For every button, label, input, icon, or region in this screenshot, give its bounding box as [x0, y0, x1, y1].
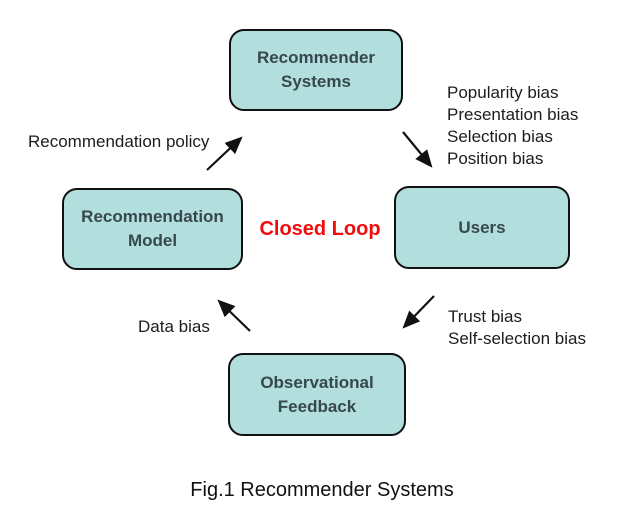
arrow-recommender-to-users [402, 131, 433, 168]
edge-label-data-bias: Data bias [138, 317, 210, 336]
node-recommendation-model: Recommendation Model [62, 188, 243, 270]
edge-label-exposure-biases: Popularity bias Presentation bias Select… [447, 83, 579, 168]
arrow-feedback-to-model [217, 299, 251, 332]
arrow-users-to-feedback [402, 295, 435, 329]
node-observational-feedback: Observational Feedback [228, 353, 406, 436]
node-users: Users [394, 186, 570, 269]
closed-loop-label: Closed Loop [259, 218, 381, 240]
arrow-model-to-recommender [206, 136, 243, 171]
figure-caption: Fig.1 Recommender Systems [190, 479, 454, 501]
edge-label-user-biases: Trust bias Self-selection bias [448, 307, 586, 348]
edge-label-recommendation-policy: Recommendation policy [28, 132, 210, 151]
node-recommender-systems: Recommender Systems [229, 29, 403, 111]
